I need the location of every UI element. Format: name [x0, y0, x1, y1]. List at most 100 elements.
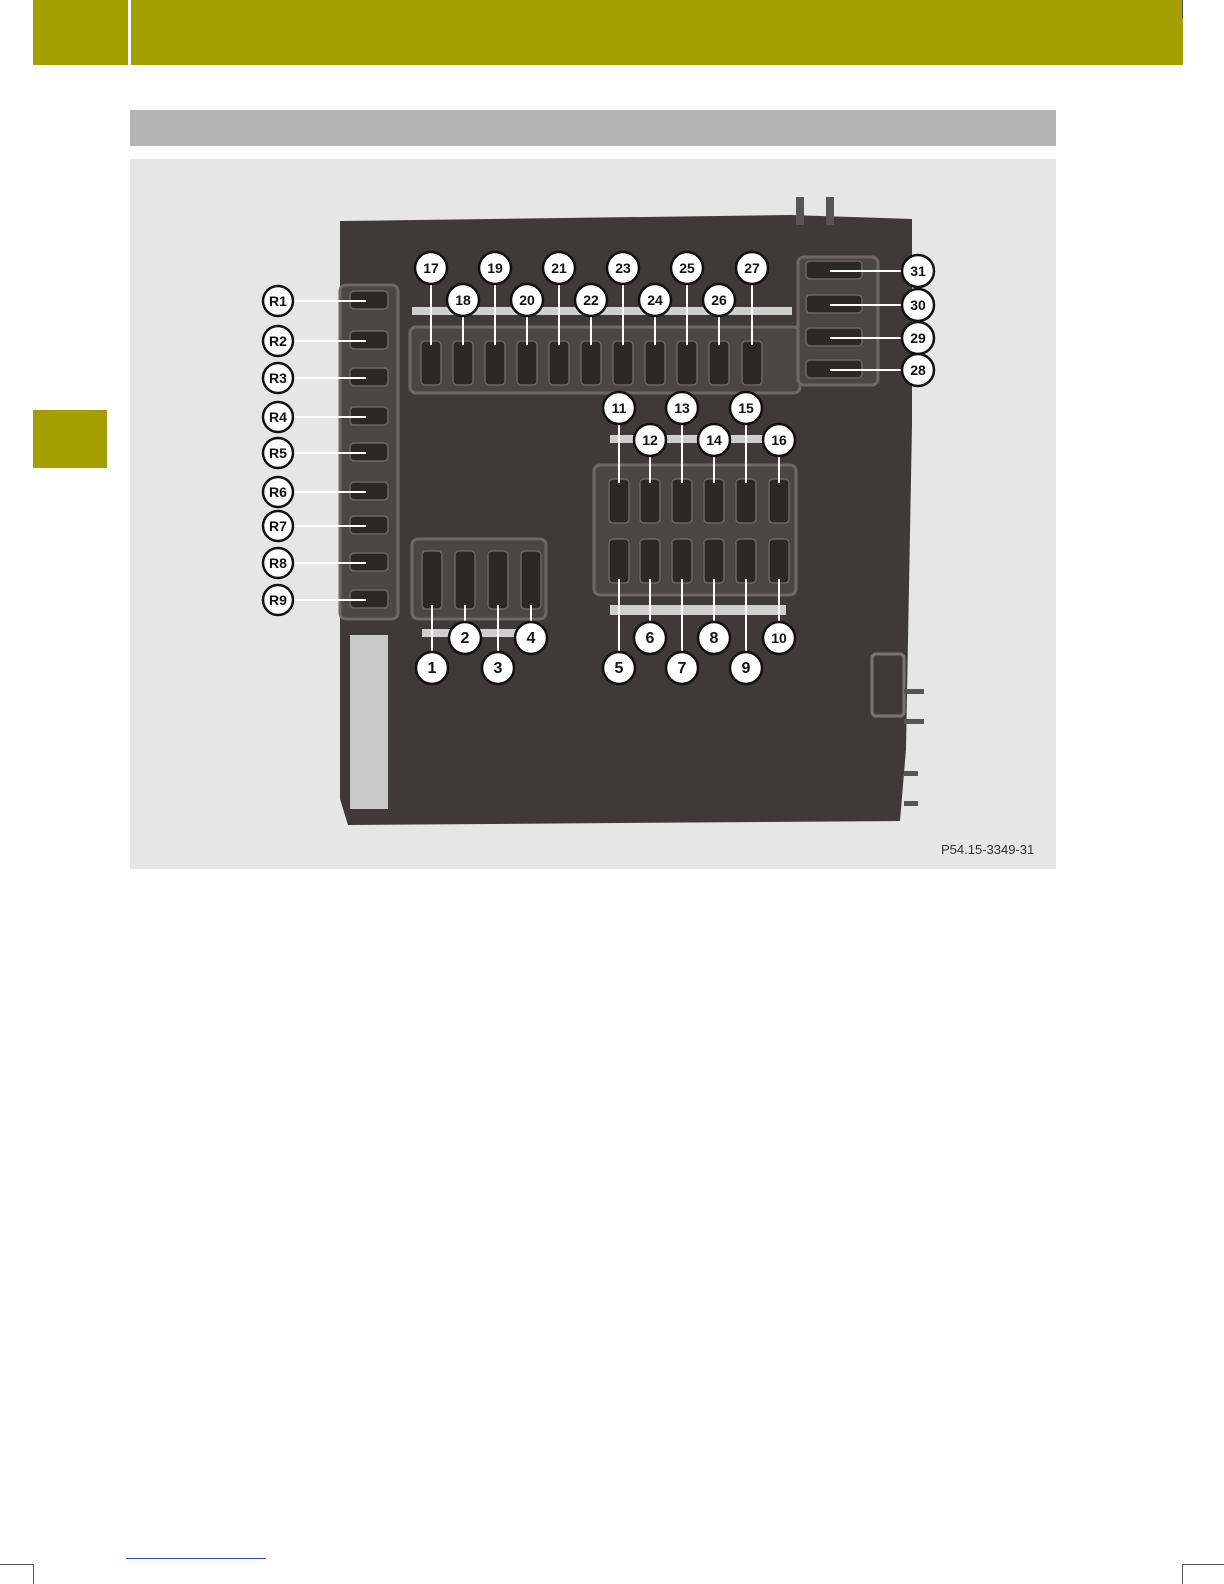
callout-13: 13 [666, 392, 698, 424]
callout-21: 21 [543, 252, 575, 284]
callout-label: 2 [461, 630, 470, 647]
callout-label: 22 [583, 292, 599, 308]
fuse [517, 341, 537, 385]
callout-9: 9 [730, 652, 762, 684]
crop-mark [33, 1564, 34, 1584]
callout-30: 30 [902, 289, 934, 321]
fuse [613, 341, 633, 385]
callout-18: 18 [447, 284, 479, 316]
label-strip [350, 635, 388, 809]
fuse [645, 341, 665, 385]
callout-17: 17 [415, 252, 447, 284]
connector-pin [826, 197, 834, 225]
callout-label: R5 [269, 445, 287, 461]
callout-7: 7 [666, 652, 698, 684]
callout-1: 1 [416, 652, 448, 684]
footer-link-underline [126, 1558, 266, 1559]
callout-label: 18 [455, 292, 471, 308]
side-tab [904, 771, 918, 776]
callout-14: 14 [698, 424, 730, 456]
crop-mark [1182, 1564, 1183, 1584]
callout-label: 1 [428, 660, 437, 677]
connector-pin [796, 197, 804, 225]
callout-label: 20 [519, 292, 535, 308]
callout-10: 10 [763, 622, 795, 654]
callout-22: 22 [575, 284, 607, 316]
callout-20: 20 [511, 284, 543, 316]
fuse [672, 539, 692, 583]
fuse [704, 479, 724, 523]
callout-label: 30 [910, 297, 926, 313]
callout-r7: R7 [263, 511, 293, 541]
fuse [769, 479, 789, 523]
callout-16: 16 [763, 424, 795, 456]
callout-19: 19 [479, 252, 511, 284]
fuse [609, 539, 629, 583]
fuse [422, 551, 442, 609]
callout-label: R1 [269, 293, 287, 309]
callout-r6: R6 [263, 477, 293, 507]
fuse [736, 479, 756, 523]
callout-26: 26 [703, 284, 735, 316]
callout-5: 5 [603, 652, 635, 684]
callout-label: 11 [612, 400, 627, 416]
fuse [609, 479, 629, 523]
fuse [488, 551, 508, 609]
callout-label: R8 [269, 555, 287, 571]
callout-r8: R8 [263, 548, 293, 578]
callout-label: 4 [527, 630, 536, 647]
middle-fuse-strip-lower [610, 605, 786, 615]
callout-2: 2 [449, 622, 481, 654]
callout-label: R9 [269, 592, 287, 608]
callout-label: 23 [615, 260, 631, 276]
callout-11: 11 [603, 392, 635, 424]
callout-24: 24 [639, 284, 671, 316]
callout-28: 28 [902, 354, 934, 386]
fuse [640, 479, 660, 523]
callout-27: 27 [736, 252, 768, 284]
callout-label: 16 [771, 432, 787, 448]
header-divider [128, 0, 131, 65]
callout-label: 10 [771, 630, 787, 646]
chapter-tab [33, 410, 107, 468]
fuse [453, 341, 473, 385]
fuse [640, 539, 660, 583]
fuse [581, 341, 601, 385]
callout-label: 5 [615, 660, 624, 677]
fuse [549, 341, 569, 385]
callout-label: R7 [269, 518, 287, 534]
callout-label: 25 [679, 260, 695, 276]
callout-label: 9 [742, 660, 751, 677]
callout-6: 6 [634, 622, 666, 654]
header-bar [33, 0, 1183, 65]
fuse [736, 539, 756, 583]
callout-r1: R1 [263, 286, 293, 316]
callout-r2: R2 [263, 326, 293, 356]
callout-label: 27 [744, 260, 760, 276]
crop-mark [1182, 0, 1183, 18]
side-tab [904, 689, 924, 694]
callout-label: 19 [487, 260, 503, 276]
callout-r5: R5 [263, 438, 293, 468]
fuse [521, 551, 541, 609]
callout-label: 29 [910, 330, 926, 346]
callout-label: 31 [910, 263, 926, 279]
fuse [455, 551, 475, 609]
callout-label: 3 [494, 660, 503, 677]
callout-4: 4 [515, 622, 547, 654]
callout-23: 23 [607, 252, 639, 284]
fuse [421, 341, 441, 385]
callout-label: 24 [647, 292, 663, 308]
callout-12: 12 [634, 424, 666, 456]
callout-label: 13 [674, 400, 690, 416]
fuse [485, 341, 505, 385]
figure-code: P54.15-3349-31 [941, 842, 1034, 857]
crop-mark [1182, 1564, 1224, 1565]
fuse [704, 539, 724, 583]
callout-label: 15 [738, 400, 754, 416]
side-tab [904, 801, 918, 806]
callout-label: 8 [710, 630, 719, 647]
callout-31: 31 [902, 255, 934, 287]
